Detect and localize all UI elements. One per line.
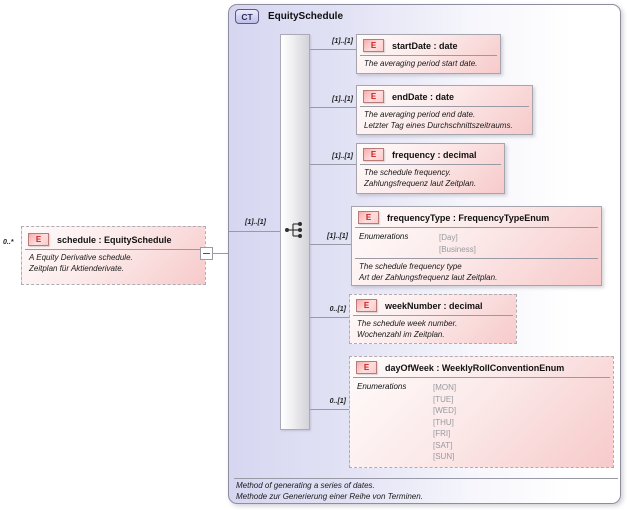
cardinality-frequency: [1]..[1] [332, 153, 353, 160]
element-header: E endDate : date [357, 86, 532, 106]
element-description: The schedule week number.Wochenzahl im Z… [357, 319, 458, 339]
complextype-annotation: Method of generating a series of dates.M… [236, 481, 423, 501]
divider [353, 377, 610, 378]
connector-line [310, 107, 356, 108]
element-icon: E [363, 148, 384, 161]
enumerations-label: Enumerations [357, 382, 407, 391]
element-icon: E [358, 211, 379, 224]
element-icon: E [356, 361, 377, 374]
enumeration-values: [MON][TUE][WED][THU][FRI][SAT][SUN] [433, 383, 457, 461]
minus-icon [203, 253, 210, 254]
element-header: E schedule : EquitySchedule [22, 227, 205, 249]
connector-line [310, 409, 349, 410]
collapse-toggle[interactable] [200, 247, 213, 260]
sequence-bar [280, 34, 310, 430]
element-title: weekNumber : decimal [385, 300, 483, 311]
complextype-title: EquitySchedule [268, 10, 344, 22]
connector-line [310, 49, 356, 50]
element-icon: E [356, 299, 377, 312]
divider [355, 258, 598, 259]
element-description: The averaging period end date.Letzter Ta… [364, 110, 513, 130]
element-box-frequency[interactable]: E frequency : decimal The schedule frequ… [356, 143, 505, 194]
element-box-dayOfWeek[interactable]: E dayOfWeek : WeeklyRollConventionEnum E… [349, 356, 614, 468]
divider [360, 106, 529, 107]
complextype-icon: CT [235, 9, 259, 24]
element-title: frequency : decimal [392, 149, 477, 160]
divider [360, 55, 497, 56]
element-title: schedule : EquitySchedule [57, 234, 172, 245]
cardinality-dayOfWeek: 0..[1] [329, 398, 346, 405]
element-header: E weekNumber : decimal [350, 295, 516, 315]
complextype-header: CT EquitySchedule [235, 9, 343, 24]
element-header: E frequency : decimal [357, 144, 504, 164]
complextype-container-equityschedule[interactable]: CT EquitySchedule [1]..[1] [1]..[1] [1].… [228, 4, 621, 504]
element-header: E startDate : date [357, 35, 500, 55]
connector-line [310, 317, 349, 318]
enumerations-label: Enumerations [359, 232, 409, 241]
element-box-frequencyType[interactable]: E frequencyType : FrequencyTypeEnum Enum… [351, 206, 602, 286]
enumeration-values: [Day][Business] [439, 233, 476, 254]
element-icon: E [28, 233, 49, 246]
element-icon: E [363, 39, 384, 52]
element-header: E dayOfWeek : WeeklyRollConventionEnum [350, 357, 613, 377]
element-title: frequencyType : FrequencyTypeEnum [387, 212, 550, 223]
sequence-compositor-icon [285, 222, 302, 238]
element-box-weekNumber[interactable]: E weekNumber : decimal The schedule week… [349, 294, 517, 344]
connector-line [310, 164, 356, 165]
element-title: dayOfWeek : WeeklyRollConventionEnum [385, 362, 565, 373]
connector-line [229, 231, 280, 232]
divider [360, 164, 501, 165]
cardinality-endDate: [1]..[1] [332, 96, 353, 103]
compositor-cardinality: [1]..[1] [245, 219, 266, 226]
element-description: A Equity Derivative schedule.Zeitplan fü… [29, 253, 133, 273]
cardinality-frequencyType: [1]..[1] [327, 233, 348, 240]
element-icon: E [363, 90, 384, 103]
connector-line [310, 244, 351, 245]
divider [25, 249, 202, 250]
element-header: E frequencyType : FrequencyTypeEnum [352, 207, 601, 227]
element-description: The schedule frequency.Zahlungsfrequenz … [364, 168, 477, 188]
element-box-startDate[interactable]: E startDate : date The averaging period … [356, 34, 501, 74]
element-title: endDate : date [392, 91, 455, 102]
cardinality-startDate: [1]..[1] [332, 38, 353, 45]
enumerations-section: Enumerations [Day][Business] [352, 228, 601, 258]
divider [234, 478, 618, 479]
element-title: startDate : date [392, 40, 458, 51]
element-description: The averaging period start date. [364, 59, 478, 68]
enumerations-section: Enumerations [MON][TUE][WED][THU][FRI][S… [350, 378, 613, 466]
divider [353, 315, 513, 316]
divider [355, 227, 598, 228]
schedule-cardinality: 0..* [3, 239, 14, 246]
element-box-schedule[interactable]: E schedule : EquitySchedule A Equity Der… [21, 226, 206, 285]
element-box-endDate[interactable]: E endDate : date The averaging period en… [356, 85, 533, 135]
cardinality-weekNumber: 0..[1] [329, 306, 346, 313]
connector-line [213, 253, 228, 254]
